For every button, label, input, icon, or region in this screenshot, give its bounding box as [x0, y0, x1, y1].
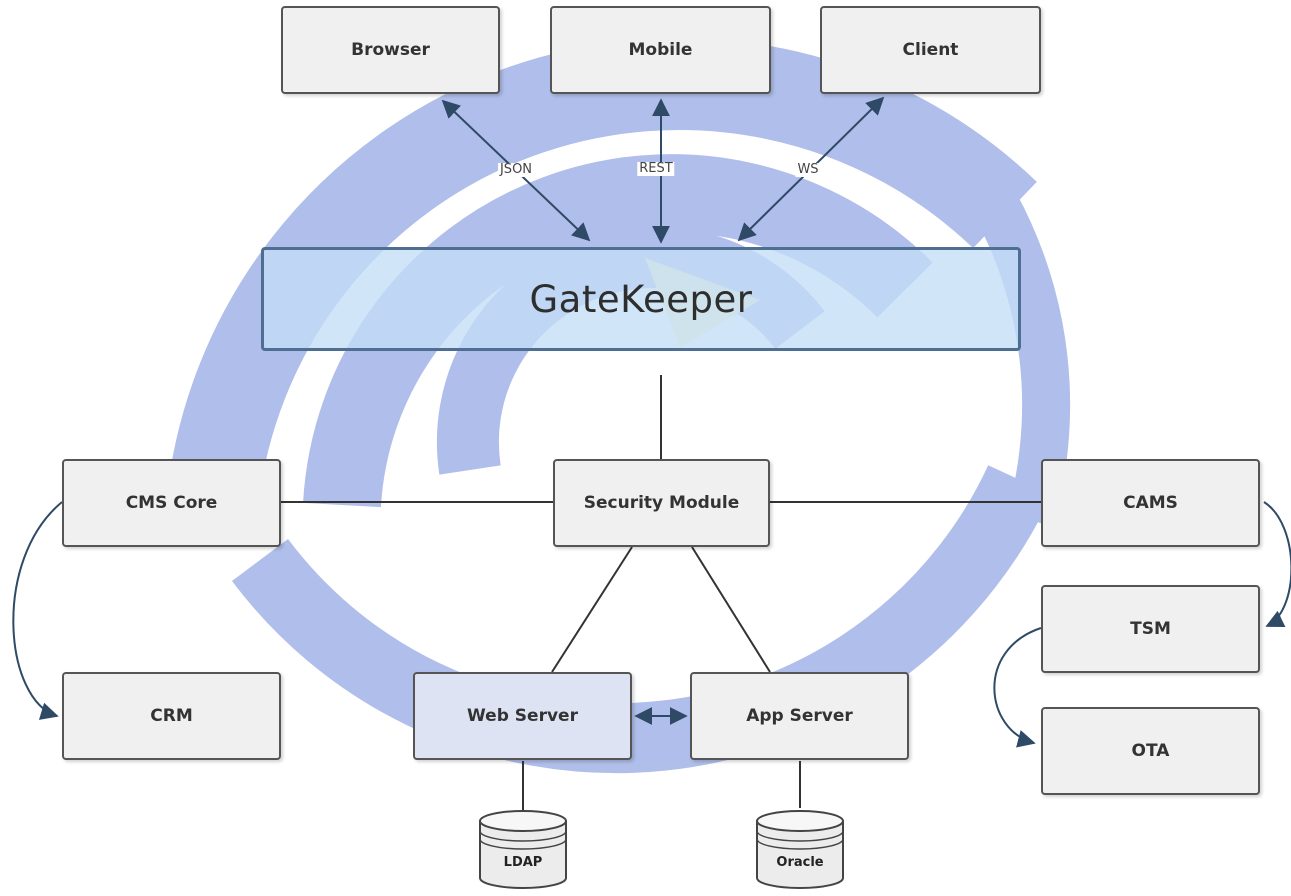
ota-label: OTA — [1131, 741, 1170, 761]
browser-node: Browser — [281, 6, 500, 94]
oracle-label: Oracle — [776, 855, 824, 870]
protocol-ws-label: WS — [795, 162, 821, 177]
web-server-label: Web Server — [467, 706, 578, 726]
cams-node: CAMS — [1041, 459, 1260, 547]
oracle-database: Oracle — [754, 808, 846, 892]
mobile-label: Mobile — [628, 40, 693, 60]
ldap-database: LDAP — [477, 808, 569, 892]
protocol-rest-label: REST — [637, 161, 675, 176]
client-node: Client — [820, 6, 1041, 94]
gatekeeper-node: GateKeeper — [261, 247, 1021, 351]
cms-core-node: CMS Core — [62, 459, 281, 547]
crm-node: CRM — [62, 672, 281, 760]
line-security-appserver — [691, 546, 771, 673]
web-server-node: Web Server — [413, 672, 632, 760]
arrow-tsm-ota — [993, 627, 1042, 748]
ldap-label: LDAP — [503, 855, 543, 870]
tsm-label: TSM — [1130, 619, 1171, 639]
ota-node: OTA — [1041, 707, 1260, 795]
security-module-node: Security Module — [553, 459, 770, 547]
arrow-cmscore-crm — [12, 501, 63, 720]
protocol-json-label: JSON — [497, 162, 535, 177]
browser-label: Browser — [351, 40, 430, 60]
arrow-cams-tsm — [1263, 501, 1291, 627]
crm-label: CRM — [150, 706, 193, 726]
security-module-label: Security Module — [583, 493, 740, 513]
line-security-webserver — [551, 546, 633, 673]
database-icon — [756, 810, 844, 889]
watermark-logo — [166, 38, 1071, 774]
gatekeeper-label: GateKeeper — [529, 277, 753, 321]
cams-label: CAMS — [1123, 493, 1178, 513]
mobile-node: Mobile — [550, 6, 771, 94]
cms-core-label: CMS Core — [125, 493, 218, 513]
app-server-label: App Server — [746, 706, 853, 726]
database-icon — [479, 810, 567, 889]
tsm-node: TSM — [1041, 585, 1260, 673]
app-server-node: App Server — [690, 672, 909, 760]
client-label: Client — [902, 40, 959, 60]
